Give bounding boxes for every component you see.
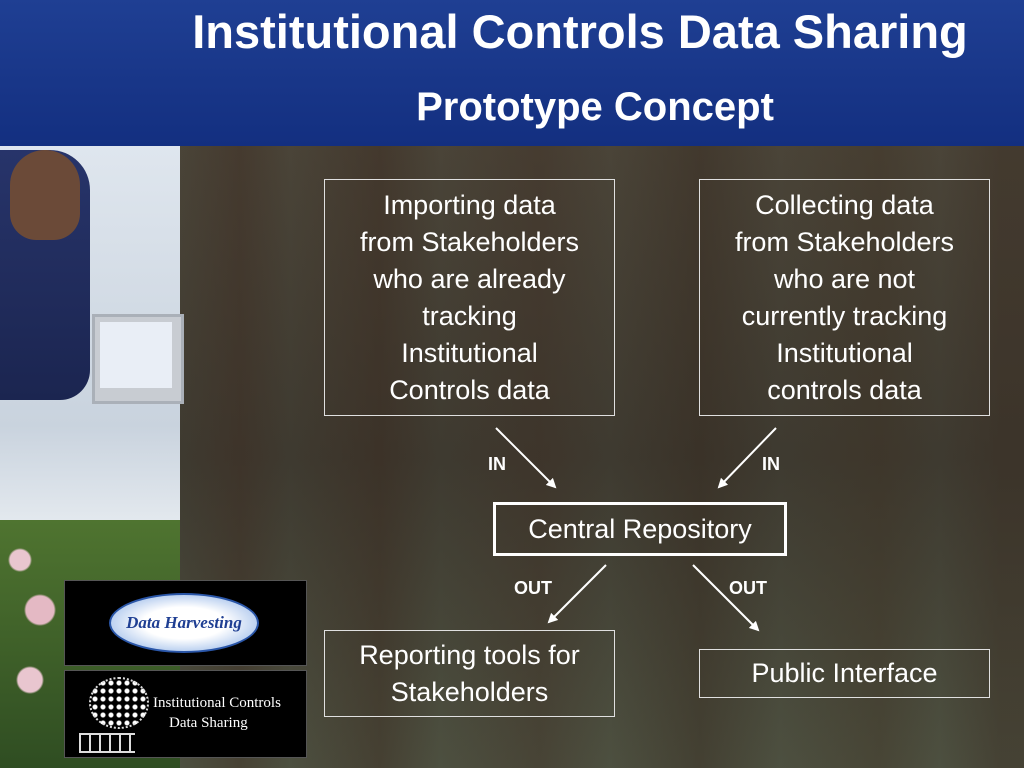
arrow-out-left bbox=[547, 564, 607, 624]
fence-icon bbox=[79, 733, 135, 753]
out-label-left: OUT bbox=[514, 578, 552, 598]
collecting-line-2: from Stakeholders bbox=[734, 226, 955, 257]
arrow-out-right bbox=[692, 564, 760, 632]
collecting-line-1: Collecting data bbox=[755, 189, 934, 220]
central-repository-box: Central Repository bbox=[493, 502, 787, 556]
arrow-in-right bbox=[717, 427, 777, 489]
collecting-line-3: who are not bbox=[773, 263, 916, 294]
importing-line-5: Institutional bbox=[401, 337, 538, 368]
reporting-line-1: Reporting tools for bbox=[359, 639, 580, 670]
public-interface-box: Public Interface bbox=[699, 649, 990, 698]
ic-logo-line-1: Institutional Controls bbox=[153, 695, 281, 711]
ic-data-sharing-logo: Institutional Controls Data Sharing bbox=[64, 670, 307, 758]
page-title: Institutional Controls Data Sharing bbox=[192, 5, 968, 58]
collecting-line-5: Institutional bbox=[776, 337, 913, 368]
reporting-line-2: Stakeholders bbox=[390, 676, 549, 707]
collecting-line-6: controls data bbox=[767, 374, 922, 405]
collecting-line-4: currently tracking bbox=[741, 300, 948, 331]
central-repository-label: Central Repository bbox=[528, 513, 752, 544]
ic-logo-line-2: Data Sharing bbox=[169, 715, 248, 731]
importing-line-6: Controls data bbox=[389, 374, 550, 405]
data-harvesting-logo: Data Harvesting bbox=[64, 580, 307, 666]
collecting-data-box: Collecting data from Stakeholders who ar… bbox=[699, 179, 990, 416]
forest-background bbox=[180, 146, 1024, 768]
tree-icon bbox=[89, 677, 149, 729]
importing-line-2: from Stakeholders bbox=[359, 226, 580, 257]
importing-line-1: Importing data bbox=[383, 189, 556, 220]
header-banner: Institutional Controls Data Sharing Prot… bbox=[0, 0, 1024, 146]
importing-line-3: who are already bbox=[373, 263, 566, 294]
public-interface-label: Public Interface bbox=[751, 658, 938, 688]
page-subtitle: Prototype Concept bbox=[416, 85, 774, 129]
person-head bbox=[10, 150, 80, 240]
reporting-tools-box: Reporting tools for Stakeholders bbox=[324, 630, 615, 717]
monitor-screen bbox=[100, 322, 172, 388]
data-harvesting-text: Data Harvesting bbox=[126, 613, 242, 632]
in-label-right: IN bbox=[762, 454, 780, 474]
in-label-left: IN bbox=[488, 454, 506, 474]
data-harvesting-ellipse: Data Harvesting bbox=[109, 593, 259, 653]
out-label-right: OUT bbox=[729, 578, 767, 598]
importing-line-4: tracking bbox=[422, 300, 517, 331]
importing-data-box: Importing data from Stakeholders who are… bbox=[324, 179, 615, 416]
arrow-in-left bbox=[495, 427, 557, 489]
